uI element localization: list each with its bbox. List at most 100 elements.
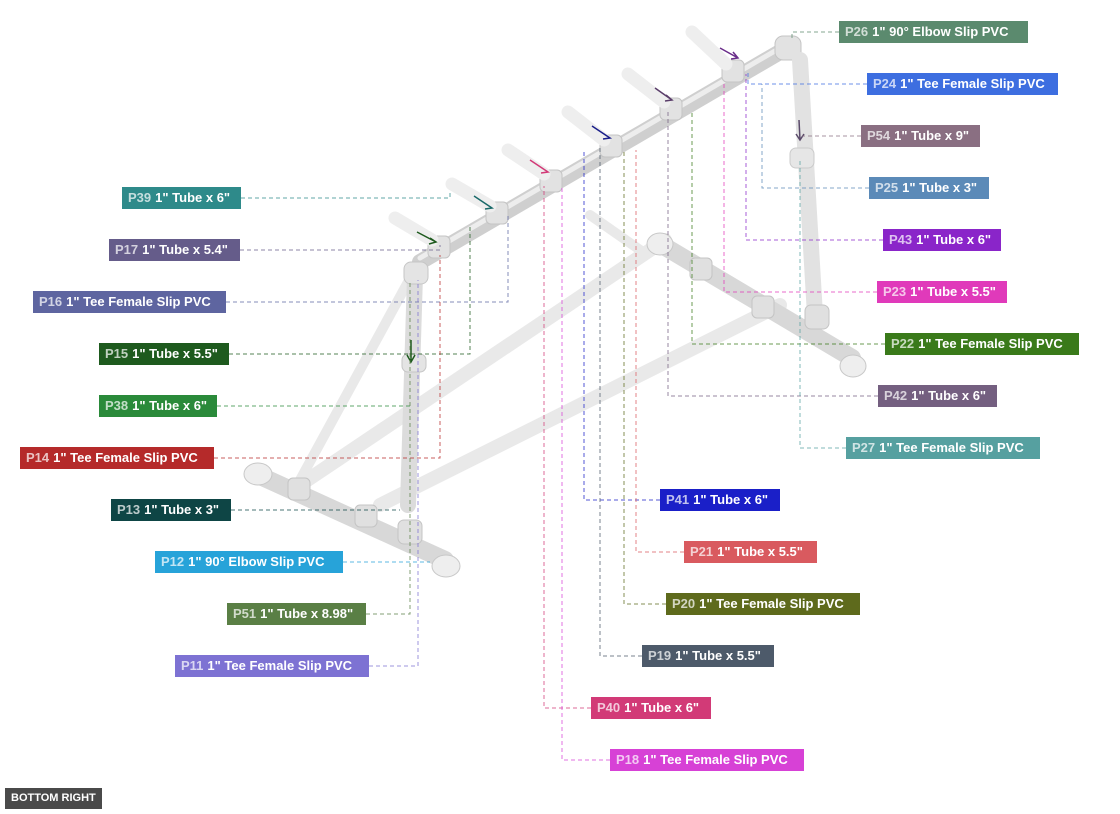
- part-id: P38: [105, 398, 129, 413]
- leader-line-p19: [599, 146, 642, 657]
- faint-tubes: [293, 210, 787, 512]
- leader-line-p51: [366, 280, 411, 615]
- leader-line-p14: [214, 255, 441, 459]
- part-id: P16: [39, 294, 63, 309]
- part-description: 1" Tube x 5.5": [910, 284, 996, 299]
- leader-line-p40: [543, 186, 591, 709]
- part-id: P11: [181, 658, 204, 673]
- part-id: P51: [233, 606, 257, 621]
- part-id: P25: [875, 180, 899, 195]
- leader-line-p11: [369, 280, 419, 667]
- part-description: 1" 90° Elbow Slip PVC: [872, 24, 1009, 39]
- part-id: P26: [845, 24, 869, 39]
- leader-line-p43: [745, 74, 883, 241]
- part-description: 1" Tee Female Slip PVC: [53, 450, 198, 465]
- leader-line-p24: [747, 72, 867, 85]
- part-description: 1" Tube x 3": [144, 502, 220, 517]
- part-id: P14: [26, 450, 50, 465]
- part-description: 1" Tube x 6": [132, 398, 208, 413]
- part-description: 1" Tee Female Slip PVC: [900, 76, 1045, 91]
- part-description: 1" Tube x 6": [911, 388, 987, 403]
- part-id: P13: [117, 502, 141, 517]
- part-description: 1" Tube x 5.5": [717, 544, 803, 559]
- part-description: 1" Tube x 5.5": [675, 648, 761, 663]
- view-orientation-badge[interactable]: BOTTOM RIGHT: [5, 788, 102, 809]
- part-description: 1" Tube x 6": [155, 190, 231, 205]
- part-description: 1" Tube x 3": [902, 180, 978, 195]
- part-id: P22: [891, 336, 915, 351]
- part-id: P23: [883, 284, 907, 299]
- leader-line-p15: [229, 225, 471, 355]
- part-description: 1" Tube x 6": [624, 700, 700, 715]
- part-id: P17: [115, 242, 139, 257]
- part-description: 1" Tube x 6": [693, 492, 769, 507]
- part-description: 1" Tube x 6": [916, 232, 992, 247]
- leader-line-p25: [761, 84, 869, 189]
- leader-line-p21: [635, 150, 684, 553]
- bottom-right-base: [646, 232, 867, 378]
- leader-line-p17: [240, 245, 441, 251]
- leader-line-p39: [241, 190, 451, 199]
- part-id: P24: [873, 76, 897, 91]
- part-id: P40: [597, 700, 621, 715]
- part-id: P18: [616, 752, 640, 767]
- part-id: P21: [690, 544, 714, 559]
- leader-line-p18: [561, 186, 610, 761]
- leader-line-p27: [799, 160, 846, 449]
- part-arrows: [406, 47, 805, 364]
- leader-line-p22: [691, 110, 885, 345]
- part-description: 1" Tee Female Slip PVC: [918, 336, 1063, 351]
- part-id: P19: [648, 648, 672, 663]
- part-id: P20: [672, 596, 696, 611]
- part-description: 1" Tee Female Slip PVC: [643, 752, 788, 767]
- leader-line-p26: [791, 31, 839, 40]
- leader-lines: [214, 31, 885, 761]
- part-description: 1" Tee Female Slip PVC: [207, 658, 353, 673]
- part-description: 1" Tube x 5.4": [142, 242, 228, 257]
- leader-line-p42: [667, 110, 878, 397]
- part-description: 1" Tee Female Slip PVC: [879, 440, 1024, 455]
- right-leg: [789, 52, 823, 323]
- part-description: 1" Tee Female Slip PVC: [699, 596, 844, 611]
- top-stub-tubes: [388, 25, 733, 247]
- part-id: P27: [852, 440, 876, 455]
- part-description: 1" Tube x 9": [894, 128, 970, 143]
- part-id: P42: [884, 388, 908, 403]
- part-id: P43: [889, 232, 913, 247]
- leader-line-p23: [723, 84, 877, 293]
- part-description: 1" Tube x 8.98": [260, 606, 354, 621]
- leader-line-p41: [583, 150, 660, 501]
- leader-line-p20: [623, 150, 666, 605]
- left-leg: [400, 261, 429, 513]
- part-id: P54: [867, 128, 891, 143]
- bottom-left-base: [243, 462, 461, 578]
- part-id: P15: [105, 346, 129, 361]
- leader-line-p16: [226, 215, 509, 303]
